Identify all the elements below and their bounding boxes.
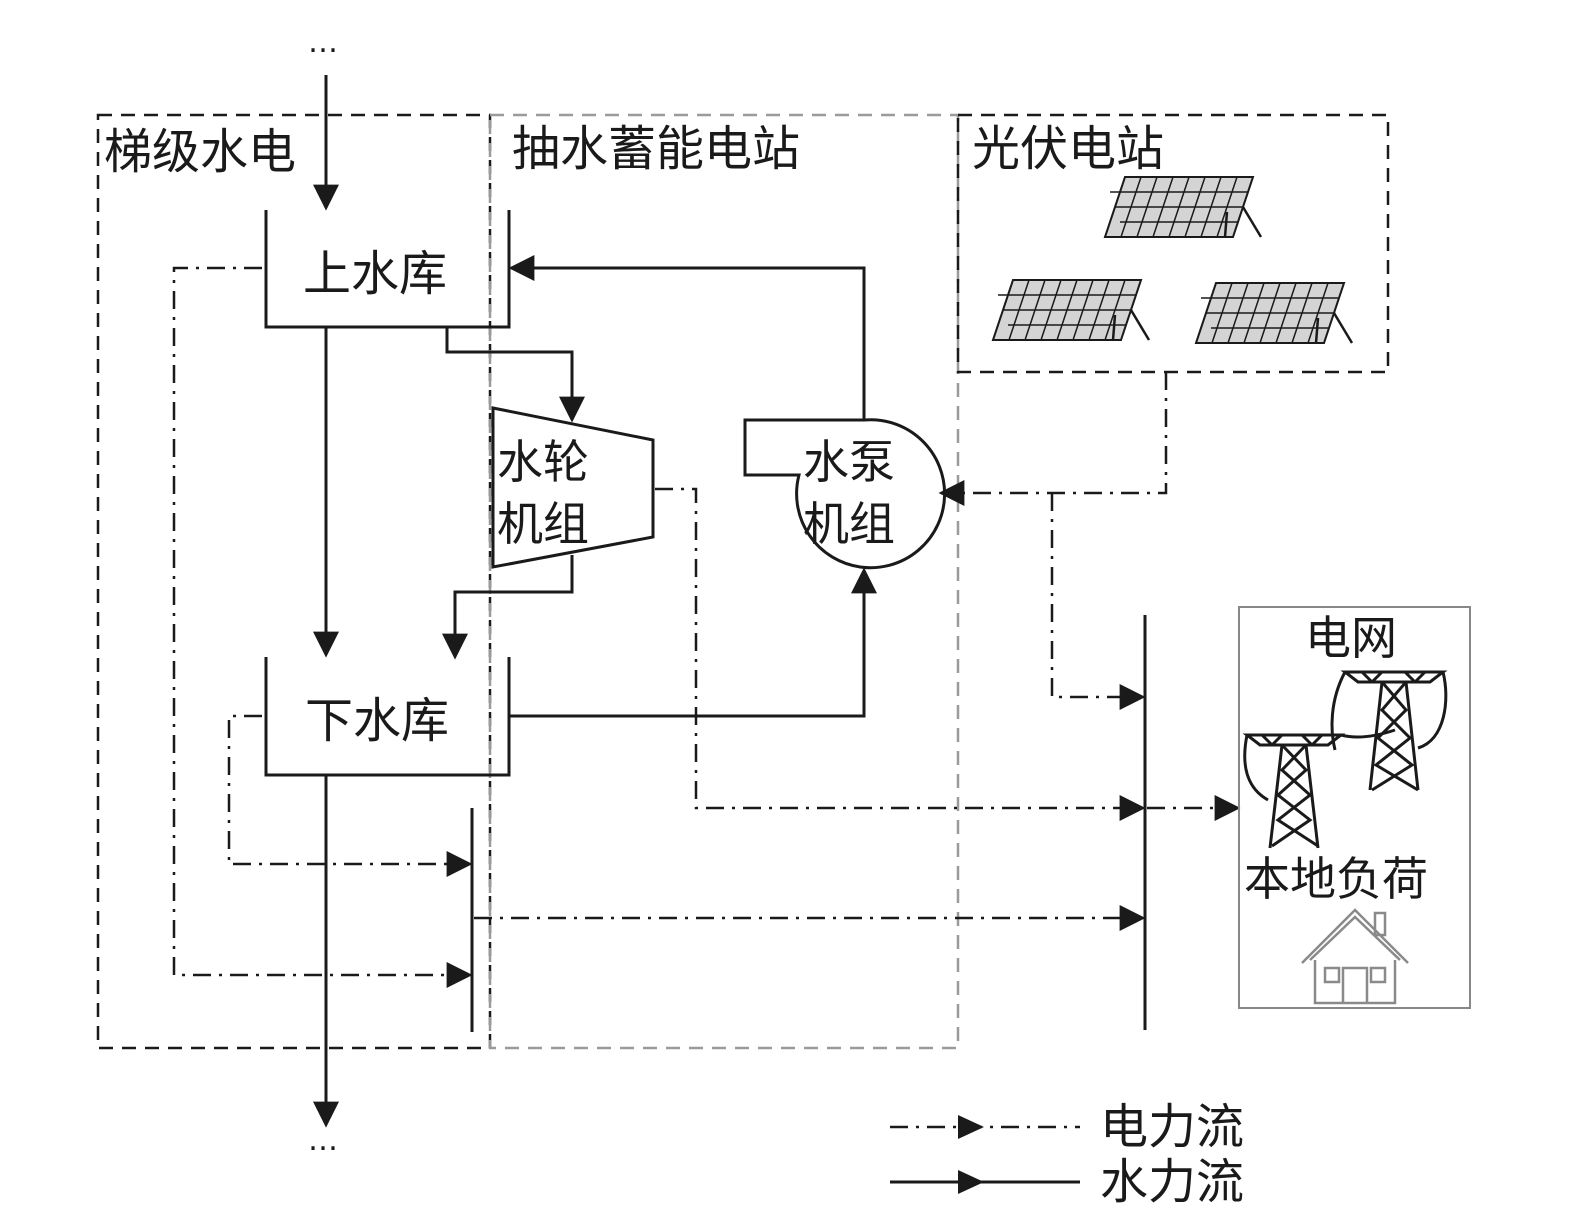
turbine-label-1: 水轮 [497,435,589,489]
upper-reservoir-power-line [172,266,473,988]
pump-label-2: 机组 [803,497,895,551]
legend-water-arrow [958,1170,984,1194]
transmission-tower-icon [1242,670,1448,849]
pv-station-box [956,113,1390,374]
pump-to-upper-flow [508,255,866,420]
pump-label-1: 水泵 [803,435,895,489]
turbine-power-line [655,487,1146,821]
solar-panel-icon [991,279,1151,341]
turbine-to-lower-flow [442,555,574,660]
cascade-hydro-title: 梯级水电 [104,124,296,180]
lower-reservoir-power-line [227,714,473,877]
pumped-storage-box [488,113,960,1050]
legend-power-arrow [958,1115,984,1139]
downstream-continuation: … [308,1123,338,1158]
turbine-unit [491,406,655,569]
turbine-label-2: 机组 [497,497,589,551]
lower-to-pump-flow [509,567,877,718]
house-icon [1301,908,1409,1005]
local-load-label: 本地负荷 [1244,852,1428,906]
pv-to-main-bus [1050,493,1146,710]
grid-load-box [1238,606,1471,1009]
pv-station-title: 光伏电站 [972,121,1164,177]
lower-reservoir-label: 下水库 [305,693,449,749]
pump-unit [743,418,947,570]
pumped-storage-title: 抽水蓄能电站 [512,121,800,177]
legend-power-label: 电力流 [1100,1099,1244,1155]
grid-label: 电网 [1305,611,1397,665]
solar-panel-icon [1194,282,1354,344]
upper-to-turbine-flow [445,327,585,423]
solar-panel-icon [1103,176,1263,238]
upper-reservoir-label: 上水库 [303,246,447,302]
legend-water-label: 水力流 [1100,1154,1244,1210]
upstream-continuation: … [308,25,338,60]
pv-power-line [938,372,1168,506]
